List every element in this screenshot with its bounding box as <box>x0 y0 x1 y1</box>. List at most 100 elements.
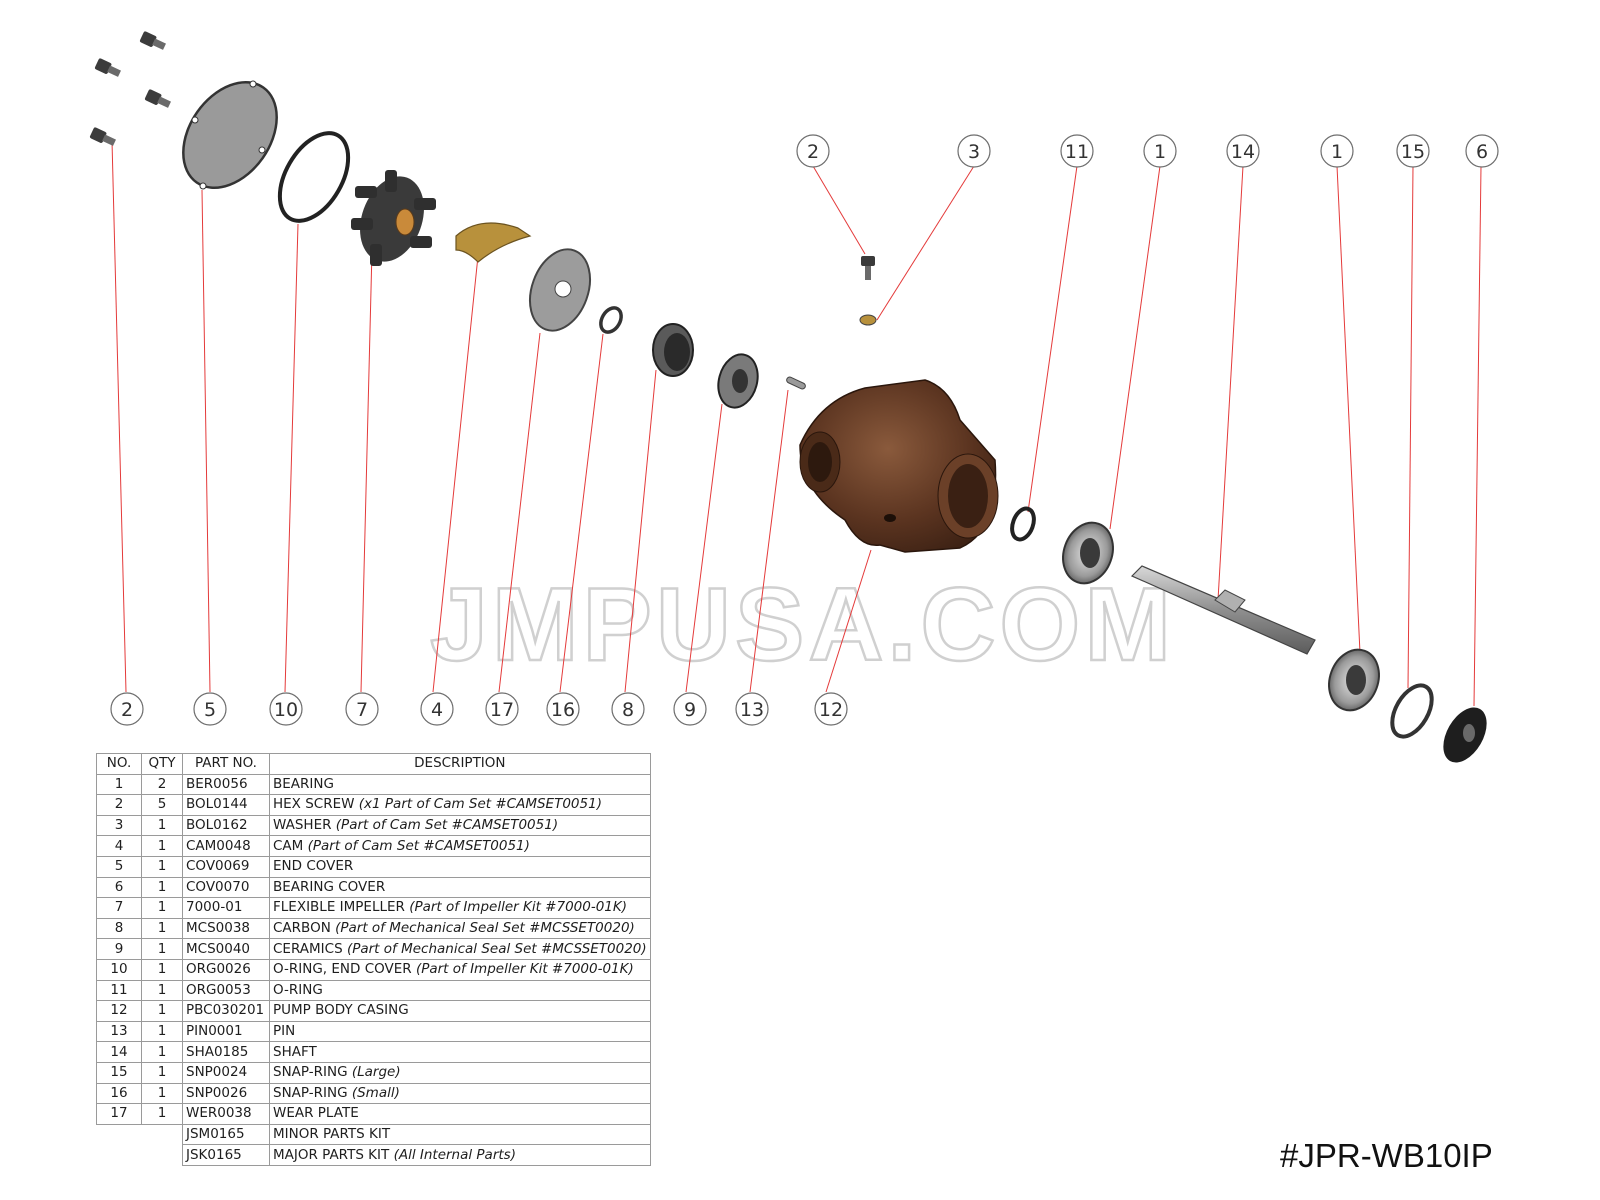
cell-part-no: PBC030201 <box>182 1000 270 1022</box>
callout-item-1-outer: 1 <box>1320 134 1354 168</box>
description-text: BEARING <box>273 775 334 792</box>
svg-text:11: 11 <box>1065 141 1089 163</box>
cell-part-no: PIN0001 <box>182 1020 270 1043</box>
cell-part-no: BER0056 <box>182 773 270 796</box>
cell-description: CAM (Part of Cam Set #CAMSET0051) <box>269 835 651 857</box>
cell-qty: 1 <box>141 1103 183 1125</box>
cell-qty: 1 <box>141 876 183 899</box>
description-text: SHAFT <box>273 1043 317 1060</box>
header-description: DESCRIPTION <box>269 753 651 775</box>
cell-description: SHAFT <box>269 1041 651 1063</box>
cell-description: CERAMICS (Part of Mechanical Seal Set #M… <box>269 938 651 960</box>
callout-item-1-inner: 1 <box>1143 134 1177 168</box>
header-no: NO. <box>96 753 142 775</box>
svg-text:9: 9 <box>684 699 696 721</box>
cell-part-no: JSM0165 <box>182 1123 270 1146</box>
description-text: O-RING, END COVER <box>273 961 412 978</box>
description-note: (All Internal Parts) <box>393 1146 516 1163</box>
cell-no: 1 <box>96 773 142 796</box>
bearing-inner <box>1062 521 1114 585</box>
callout-item-14: 14 <box>1226 134 1260 168</box>
cell-no: 10 <box>96 958 142 981</box>
description-text: FLEXIBLE IMPELLER <box>273 899 405 916</box>
cell-qty: 1 <box>141 897 183 919</box>
cell-description: WEAR PLATE <box>269 1103 651 1125</box>
wear-plate <box>529 248 591 332</box>
cell-description: MINOR PARTS KIT <box>269 1123 651 1146</box>
bearing-cover <box>1443 707 1487 763</box>
description-text: WASHER <box>273 817 332 834</box>
svg-text:1: 1 <box>1154 141 1166 163</box>
cell-qty: 1 <box>141 917 183 940</box>
callout-item-2-top: 2 <box>796 134 830 168</box>
cell-part-no: ORG0026 <box>182 958 270 981</box>
cell-description: BEARING COVER <box>269 876 651 899</box>
cell-description: FLEXIBLE IMPELLER (Part of Impeller Kit … <box>269 897 651 919</box>
cell-part-no: COV0070 <box>182 876 270 899</box>
o-ring-end-cover <box>277 131 351 223</box>
description-text: CARBON <box>273 920 331 937</box>
description-note: (Part of Cam Set #CAMSET0051) <box>335 817 559 834</box>
cell-no: 9 <box>96 938 142 960</box>
cell-description: PUMP BODY CASING <box>269 1000 651 1022</box>
description-text: CAM <box>273 837 304 854</box>
ceramic-seal <box>717 353 759 409</box>
header-qty: QTY <box>141 753 183 775</box>
end-cover <box>182 80 278 190</box>
cell-no: 4 <box>96 835 142 857</box>
description-note: (Part of Cam Set #CAMSET0051) <box>307 837 530 854</box>
cell-part-no: SHA0185 <box>182 1041 270 1063</box>
cell-part-no: SNP0024 <box>182 1061 270 1084</box>
cell-part-no: ORG0053 <box>182 979 270 1002</box>
description-note: (Large) <box>351 1064 401 1081</box>
pin <box>786 376 806 390</box>
cell-part-no: 7000-01 <box>182 897 270 919</box>
callout-item-11: 11 <box>1060 134 1094 168</box>
cell-part-no: BOL0162 <box>182 814 270 837</box>
description-text: BEARING COVER <box>273 878 386 895</box>
callout-item-12: 12 <box>814 692 848 726</box>
cell-no: 12 <box>96 1000 142 1022</box>
cell-description: HEX SCREW (x1 Part of Cam Set #CAMSET005… <box>269 794 651 816</box>
description-note: (Part of Impeller Kit #7000-01K) <box>409 899 628 916</box>
description-text: PIN <box>273 1023 296 1040</box>
cell-no: 2 <box>96 794 142 816</box>
cam <box>455 222 532 263</box>
watermark-text: JMPUSA.COM <box>430 567 1175 683</box>
cell-part-no: COV0069 <box>182 855 270 878</box>
cell-qty: 5 <box>141 794 183 816</box>
flexible-impeller <box>351 170 436 266</box>
cell-part-no: JSK0165 <box>182 1144 270 1166</box>
description-text: WEAR PLATE <box>273 1105 359 1122</box>
cell-no: 3 <box>96 814 142 837</box>
cell-no: 14 <box>96 1041 142 1063</box>
model-number: #JPR-WB10IP <box>1280 1137 1493 1174</box>
description-text: HEX SCREW <box>273 796 355 813</box>
cell-part-no: MCS0038 <box>182 917 270 940</box>
svg-text:10: 10 <box>274 699 298 721</box>
cell-qty: 2 <box>141 773 183 796</box>
snap-ring-small <box>599 306 623 334</box>
svg-text:3: 3 <box>968 141 980 163</box>
svg-text:4: 4 <box>431 699 443 721</box>
carbon-seal <box>652 323 694 377</box>
svg-text:14: 14 <box>1231 141 1255 163</box>
cell-empty <box>97 1124 142 1145</box>
svg-text:16: 16 <box>551 699 575 721</box>
cell-description: END COVER <box>269 855 651 878</box>
o-ring <box>1010 506 1036 542</box>
leader-lines <box>111 140 1482 707</box>
